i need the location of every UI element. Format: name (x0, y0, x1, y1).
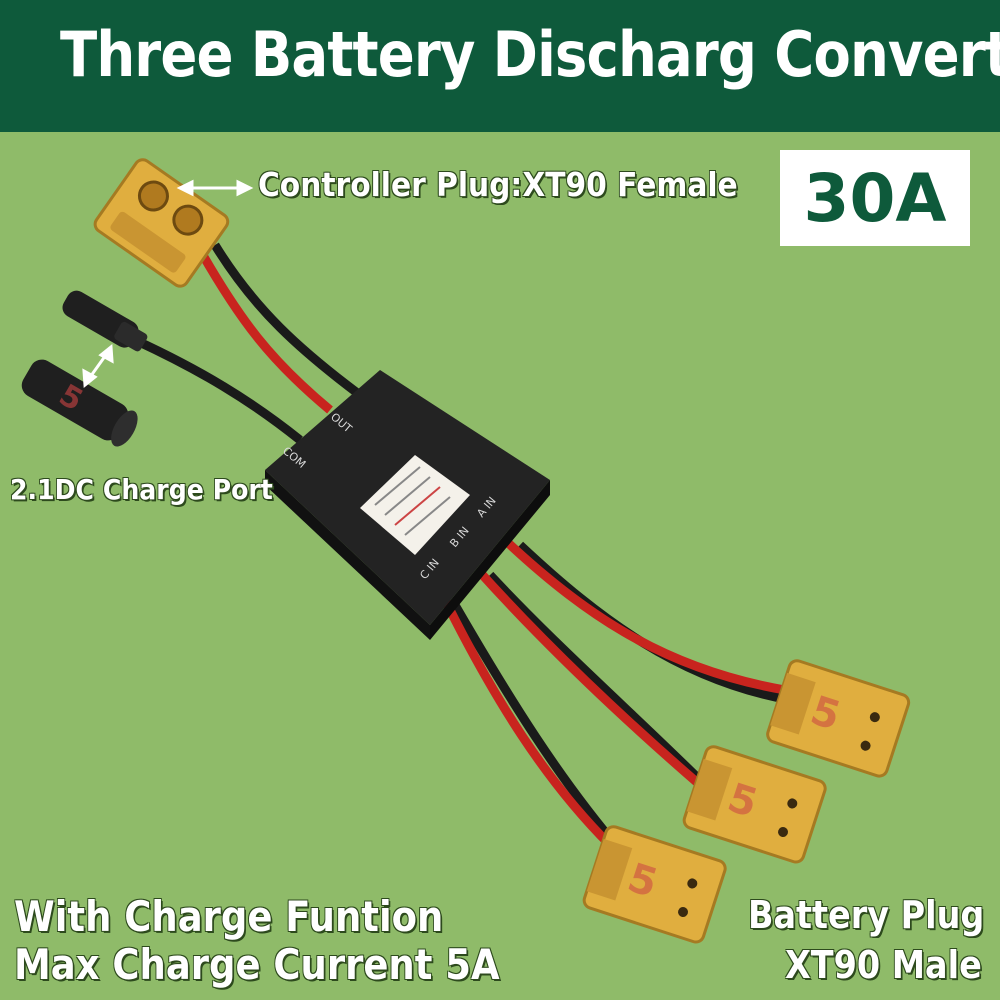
charge-port-arrow (82, 344, 114, 388)
battery-plug-label: Battery Plug (748, 893, 985, 937)
xt90-male-connector-c: 5 (582, 825, 727, 944)
battery-a-wire-black (516, 541, 791, 705)
battery-b-wire-red (474, 566, 703, 789)
converter-box: OUT COM A IN B IN C IN (265, 370, 550, 640)
max-charge-current-label: Max Charge Current 5A (14, 940, 500, 989)
controller-wire-black (211, 242, 363, 399)
dc-barrel-plug-male: 5 (21, 359, 138, 447)
charge-function-label: With Charge Funtion (14, 892, 444, 941)
current-rating-badge: 30A (780, 150, 970, 246)
charge-port-label: 2.1DC Charge Port (10, 473, 273, 506)
header-banner (0, 0, 1000, 132)
charge-cable (133, 335, 303, 444)
xt90-male-connector-b: 5 (682, 745, 827, 864)
current-rating-text: 30A (803, 159, 947, 237)
battery-c-wire-red (440, 597, 614, 849)
battery-plug-type-label: XT90 Male (785, 943, 982, 987)
dc-barrel-plug-female (62, 290, 148, 352)
xt90-female-connector (93, 158, 230, 288)
battery-a-wire-red (501, 536, 786, 695)
controller-arrow (176, 179, 254, 197)
controller-plug-label: Controller Plug:XT90 Female (258, 165, 738, 204)
controller-wire-red (196, 247, 333, 414)
xt90-male-connector-a: 5 (766, 659, 911, 778)
battery-b-wire-black (486, 571, 714, 794)
page-title: Three Battery Discharg Converter (60, 18, 1000, 91)
battery-c-wire-black (451, 602, 624, 853)
